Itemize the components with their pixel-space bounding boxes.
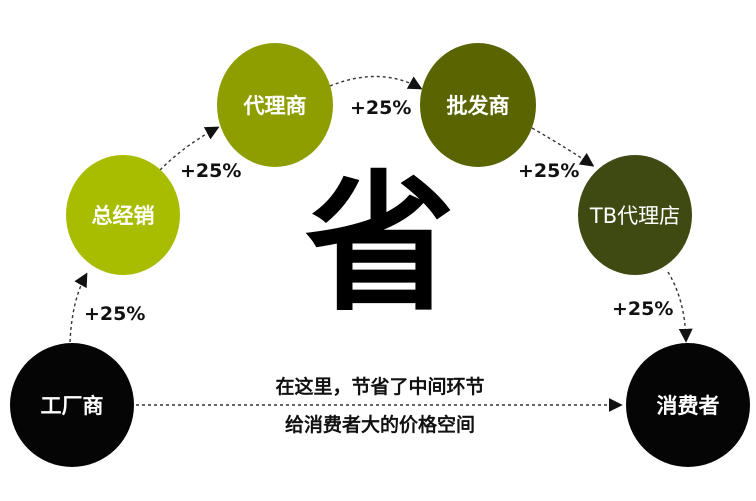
- node-label: 工厂商: [40, 394, 104, 418]
- arrow-agent-to-wholesaler: [329, 75, 423, 90]
- node-label: 总经销: [91, 204, 155, 228]
- node-factory: 工厂商: [10, 343, 134, 467]
- markup-label: +25%: [612, 298, 674, 320]
- arrow-distributor-to-agent: [159, 126, 220, 171]
- node-label: TB代理店: [589, 204, 681, 228]
- node-tb-agent-store: TB代理店: [578, 155, 692, 275]
- node-label: 批发商: [446, 94, 510, 118]
- markup-label: +25%: [518, 160, 580, 182]
- arrow-factory-to-distributor: [69, 272, 88, 343]
- node-label: 代理商: [243, 94, 307, 118]
- save-character: 省: [304, 158, 455, 332]
- node-general-distributor: 总经销: [66, 155, 180, 275]
- message-line-2: 给消费者大的价格空间: [284, 414, 475, 436]
- arrow-wholesaler-to-tb: [531, 127, 595, 167]
- markup-label: +25%: [350, 97, 412, 119]
- markup-label: +25%: [180, 160, 242, 182]
- node-label: 消费者: [656, 394, 720, 418]
- node-consumer: 消费者: [626, 343, 750, 467]
- node-agent: 代理商: [217, 43, 333, 167]
- message-line-1: 在这里，节省了中间环节: [275, 376, 485, 398]
- markup-label: +25%: [84, 303, 146, 325]
- arrow-tb-to-consumer: [667, 271, 693, 343]
- node-wholesaler: 批发商: [420, 43, 536, 167]
